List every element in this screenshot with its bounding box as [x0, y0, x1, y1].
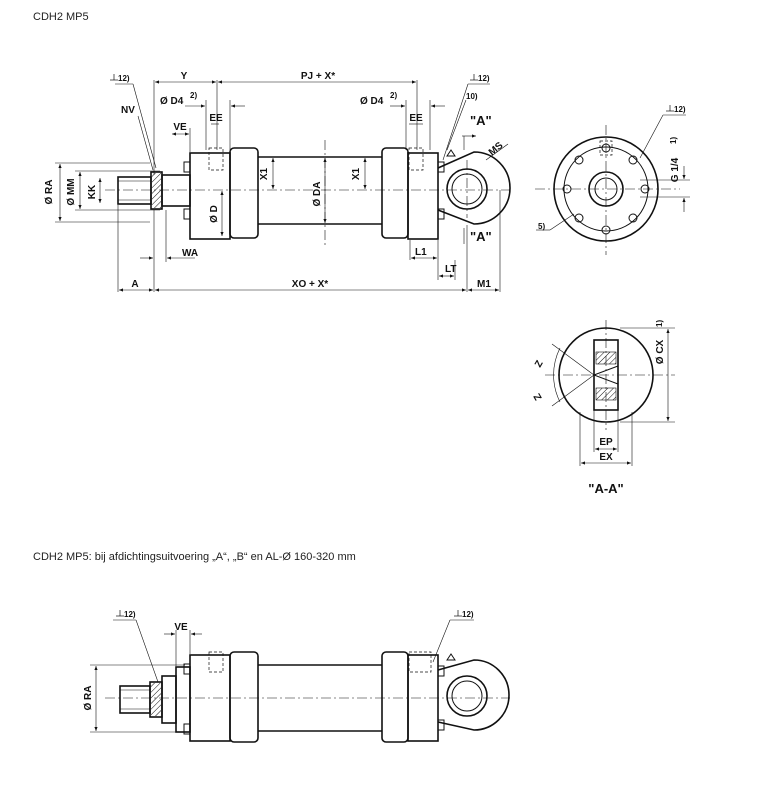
svg-text:1): 1) [669, 137, 678, 144]
dim-kk: KK [87, 184, 98, 199]
view-a-top: "A" [470, 113, 492, 128]
dim-ex: EX [599, 452, 613, 463]
dim-l1: L1 [415, 247, 427, 258]
bottom-dimensions: WA L1 LT A XO + X* M1 [117, 190, 501, 292]
cylinder-side-view-variant: VE Ø RA 12) 12) [83, 610, 510, 743]
note-12-c: 12) [674, 105, 686, 114]
cap-body [381, 147, 409, 239]
svg-text:2): 2) [390, 91, 397, 100]
dim-cx: Ø CX [655, 339, 666, 364]
dim-nv: NV [121, 105, 135, 116]
dim-da: Ø DA [312, 182, 323, 207]
vertical-dimensions: Ø RA Ø MM KK X1 X1 Ø D Ø DA [44, 158, 367, 236]
end-view: G 1/4 1) 12) 5) [535, 105, 690, 255]
view-a-bottom: "A" [470, 229, 492, 244]
caption-top: CDH2 MP5 [33, 11, 89, 23]
caption-bottom: CDH2 MP5: bij afdichtingsuitvoering „A“,… [33, 551, 356, 563]
dim-z-bottom: Z [532, 391, 545, 402]
note-12-a: 12) [118, 74, 130, 83]
note-12-b: 12) [478, 74, 490, 83]
dim-ee-right: EE [409, 113, 423, 124]
dim-mm: Ø MM [66, 178, 77, 205]
section-a-a: Z Z Ø CX 1) EP EX "A-A" [532, 320, 675, 496]
note-12-e: 12) [462, 610, 474, 619]
dim-d: Ø D [209, 205, 220, 223]
dim-ep: EP [599, 437, 613, 448]
dim-ee-left: EE [209, 113, 223, 124]
dim-y: Y [181, 71, 188, 82]
section-title: "A-A" [588, 481, 623, 496]
dim-x1-left: X1 [259, 167, 270, 180]
svg-text:1): 1) [655, 320, 664, 327]
note-5: 5) [538, 222, 545, 231]
dim-ra-bottom: Ø RA [83, 686, 94, 711]
dim-pj-x: PJ + X* [301, 71, 335, 82]
dim-g14: G 1/4 [670, 157, 681, 182]
dim-ra: Ø RA [44, 180, 55, 205]
dim-xo-x: XO + X* [292, 279, 329, 290]
dim-d4-right: Ø D4 [360, 96, 384, 107]
dim-m1: M1 [477, 279, 491, 290]
dim-ve: VE [173, 122, 187, 133]
note-10: 10) [466, 92, 478, 101]
note-12-d: 12) [124, 610, 136, 619]
dim-lt: LT [445, 264, 456, 275]
dim-wa: WA [182, 248, 198, 259]
svg-text:2): 2) [190, 91, 197, 100]
dim-a: A [131, 279, 138, 290]
head-flange [189, 152, 231, 240]
dim-x1-right: X1 [351, 167, 362, 180]
dim-d4-left: Ø D4 [160, 96, 184, 107]
rod-eye [437, 151, 511, 225]
dim-ve-bottom: VE [174, 622, 188, 633]
dim-z-top: Z [533, 359, 546, 370]
earth-symbols [110, 74, 674, 617]
cylinder-side-view [105, 140, 511, 245]
